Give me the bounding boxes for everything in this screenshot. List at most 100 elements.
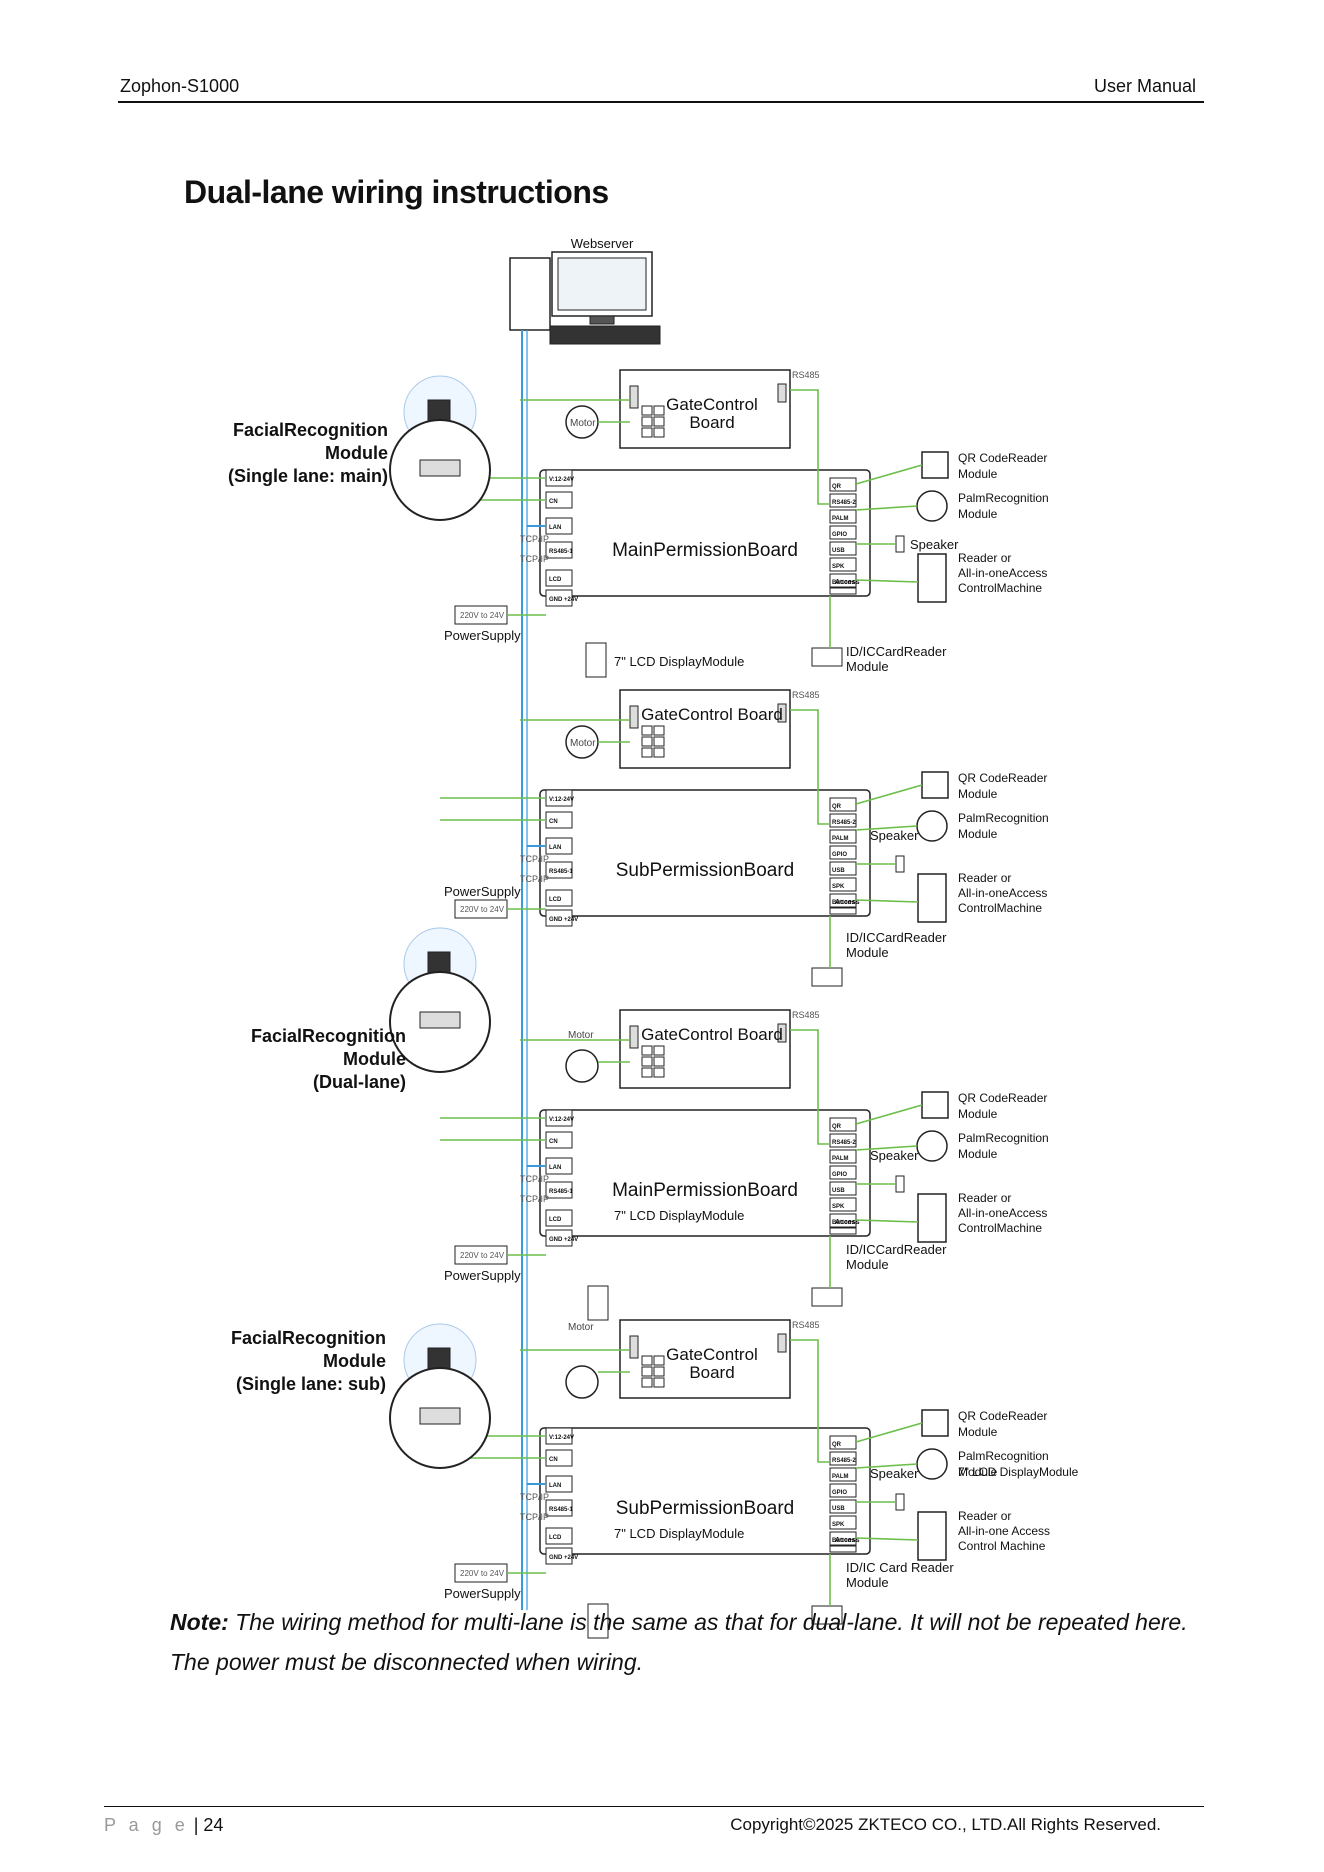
lane-4-lcd-label: 7" LCD DisplayModule [614, 1526, 744, 1541]
lane-1-right-port [829, 509, 857, 524]
lane-4-palm-label: PalmRecognition [958, 1449, 1049, 1463]
lane-4-tcpip-label: TCP/IP [520, 1492, 549, 1502]
lane-1-lcd-label: 7" LCD DisplayModule [614, 654, 744, 669]
lane-3-left-port [545, 1209, 573, 1227]
lane-2-reader-label: All-in-oneAccess [958, 886, 1047, 900]
lane-1-gate-terminal [641, 427, 653, 438]
lane-3-reader-label: All-in-oneAccess [958, 1206, 1047, 1220]
lane-4-motor-label: Motor [568, 1322, 594, 1333]
lane-2-palm-reader-icon [916, 810, 948, 842]
lane-3-gate-connector [629, 1025, 639, 1049]
lane-4-left-port-label: LAN [549, 1483, 561, 1489]
lane-3-speaker-icon [895, 1175, 905, 1193]
lane-4-id-card-label: Module [846, 1575, 889, 1590]
lane-2-left-port-label: V:12-24V [549, 797, 574, 803]
lane-3-access-strip [829, 1227, 857, 1235]
lane-3-id-card-reader-icon [811, 1287, 843, 1307]
lane-2-sub-permission-board [539, 789, 871, 917]
lane-2-right-port [829, 861, 857, 876]
lane-4-power-supply-label: PowerSupply [444, 1586, 521, 1601]
lane-4-gate-terminal [641, 1355, 653, 1366]
lane-1-id-card-reader-icon [811, 647, 843, 667]
lane-3-board-label: MainPermissionBoard [612, 1180, 798, 1201]
lane-3-palm-reader-icon [916, 1130, 948, 1162]
lane-3-reader-label: ControlMachine [958, 1221, 1042, 1235]
lane-1-rs485-label: RS485 [792, 370, 820, 380]
lane-4-right-port [829, 1515, 857, 1530]
lane-1-qr-wire [855, 464, 923, 485]
lane-1-gate-board-label: GateControl [666, 395, 758, 414]
lane-3-reader-wire [855, 1219, 919, 1223]
lane-1-right-port-label: PALM [832, 516, 849, 522]
lane-1-right-port-label: SPK [832, 564, 845, 570]
lane-2-left-port [545, 909, 573, 927]
lane-2-right-port [829, 845, 857, 860]
lane-2-gate-terminal [641, 725, 653, 736]
lane-1-gate-board-label: Board [689, 413, 734, 432]
lane-1-left-port-label: RS485-1 [549, 549, 573, 555]
lane-2-qr-reader-icon [921, 771, 949, 799]
lane-3-left-port-label: RS485-1 [549, 1189, 573, 1195]
lane-4-gate-terminal [641, 1377, 653, 1388]
lane-4-right-port-label: Buttons [832, 1538, 855, 1544]
lane-1-palm-reader-icon [916, 490, 948, 522]
lane-2-speaker-label: Speaker [870, 828, 919, 843]
lane-2-right-port-label: QR [832, 804, 842, 810]
lane-4-gate-terminal [653, 1366, 665, 1377]
lane-1-reader-label: ControlMachine [958, 581, 1042, 595]
lane-3-tcpip-label: TCP/IP [520, 1194, 549, 1204]
lane-2-right-port-label: SPK [832, 884, 845, 890]
lane-1-palm-wire [855, 505, 918, 511]
lane-2-id-card-label: Module [846, 945, 889, 960]
lane-4-right-lcd-label: 7" LCD DisplayModule [958, 1465, 1079, 1479]
lane-1-right-port [829, 557, 857, 572]
lane-2-qr-label: QR CodeReader [958, 771, 1047, 785]
lane-3-tcpip-label: TCP/IP [520, 1174, 549, 1184]
lane-2-board-label: SubPermissionBoard [616, 860, 794, 881]
facial-module-main-nfc-icon [427, 399, 451, 423]
lane-3-speaker-label: Speaker [870, 1148, 919, 1163]
lane-4-power-adapter-label: 220V to 24V [460, 1569, 505, 1578]
lane-1-id-card-label: ID/ICCardReader [846, 644, 947, 659]
lane-3-left-port-label: V:12-24V [549, 1117, 574, 1123]
lane-2-gate-terminal [641, 736, 653, 747]
facial-module-main-label: (Single lane: main) [228, 466, 388, 486]
lane-4-gate-terminal [653, 1355, 665, 1366]
lane-4-id-card-reader-icon [811, 1605, 843, 1625]
lane-2-left-port-label: RS485-1 [549, 869, 573, 875]
lane-3-right-port [829, 1181, 857, 1196]
footer-copyright: Copyright©2025 ZKTECO CO., LTD.All Right… [730, 1815, 1161, 1834]
lane-4-gate-terminal [653, 1377, 665, 1388]
lane-1-left-port-label: LAN [549, 525, 561, 531]
lane-1-reader-label: Reader or [958, 551, 1011, 565]
lane-1-left-port-label: GND +24V [549, 597, 578, 603]
lane-4-left-port-label: V:12-24V [549, 1435, 574, 1441]
lane-4-left-port [545, 1499, 573, 1517]
lane-4-access-label: Access [835, 1537, 860, 1544]
lane-4-right-port [829, 1451, 857, 1466]
lane-1-left-port-label: V:12-24V [549, 477, 574, 483]
facial-module-dual-label: (Dual-lane) [313, 1072, 406, 1092]
lane-3-gate-terminal [653, 1045, 665, 1056]
lane-3-right-port-label: PALM [832, 1156, 849, 1162]
lane-1-access-label: Access [835, 579, 860, 586]
lane-1-gate-terminal [641, 416, 653, 427]
lane-1-left-port [545, 541, 573, 559]
lane-3-gate-terminal [653, 1056, 665, 1067]
lane-4-left-port-label: LCD [549, 1535, 562, 1541]
lane-4-speaker-icon [895, 1493, 905, 1511]
lane-3-id-card-label: ID/ICCardReader [846, 1242, 947, 1257]
lane-1-left-port [545, 589, 573, 607]
lane-1-id-card-label: Module [846, 659, 889, 674]
lane-3-lcd-label: 7" LCD DisplayModule [614, 1208, 744, 1223]
lane-3-right-port [829, 1165, 857, 1180]
lane-1-right-port-label: GPIO [832, 532, 847, 538]
lane-4-lcd-icon [587, 1603, 609, 1639]
facial-module-sub-label: FacialRecognition [231, 1328, 386, 1348]
lane-3-palm-wire [855, 1145, 918, 1151]
lane-1-gate-rs485-connector [777, 383, 787, 403]
lane-1-qr-reader-icon [921, 451, 949, 479]
lane-2-power-supply-label: PowerSupply [444, 884, 521, 899]
lane-1-gate-connector [629, 385, 639, 409]
lane-4-palm-wire [855, 1463, 918, 1469]
